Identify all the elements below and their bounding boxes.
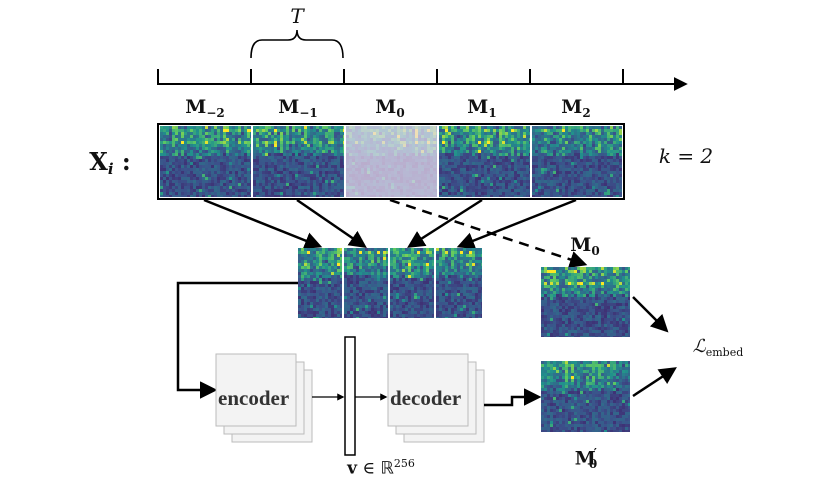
context-spectrogram-1 (298, 248, 342, 318)
spectrogram-segment-m-minus1 (253, 126, 344, 197)
segment-label-m0: M0 (375, 96, 405, 120)
decoder-block (387, 353, 485, 443)
decoder-to-output-arrow (484, 388, 542, 407)
period-brace (250, 29, 344, 59)
spectrogram-segment-m1 (439, 126, 530, 197)
context-spectrogram-4 (436, 248, 482, 318)
encoder-block (215, 353, 313, 443)
loss-label: ℒembed (692, 336, 744, 359)
segment-label-m1: M1 (467, 96, 497, 120)
embedding-label: v ∈ ℝ256 (347, 457, 415, 479)
spectrogram-segment-m2 (532, 126, 622, 197)
target-dashed-arrow (389, 198, 588, 268)
context-spectrogram-2 (344, 248, 388, 318)
segment-label-m-minus1: M−1 (278, 96, 318, 120)
reconstruction-to-loss-arrow (632, 367, 677, 398)
embedding-bottleneck (344, 336, 356, 456)
decoder-label: decoder (390, 386, 462, 410)
timeline-axis (157, 69, 688, 91)
target-label: M0 (570, 234, 600, 258)
input-label: Xi : (89, 147, 131, 178)
target-spectrogram (541, 267, 630, 337)
target-to-loss-arrow (632, 296, 669, 333)
reconstruction-label: M′0 (574, 446, 598, 472)
period-label: T (290, 4, 304, 28)
context-size-label: k = 2 (658, 144, 714, 168)
encoder-label: encoder (218, 386, 290, 410)
context-spectrogram-3 (390, 248, 434, 318)
spectrogram-segment-m0-masked (346, 126, 437, 197)
segment-label-m2: M2 (561, 96, 591, 120)
stack-to-encoder-line (176, 281, 298, 399)
reconstruction-spectrogram (541, 361, 630, 432)
segment-label-m-minus2: M−2 (185, 96, 225, 120)
context-arrows (203, 198, 577, 249)
input-frame (157, 123, 625, 200)
spectrogram-segment-m-minus2 (160, 126, 251, 197)
